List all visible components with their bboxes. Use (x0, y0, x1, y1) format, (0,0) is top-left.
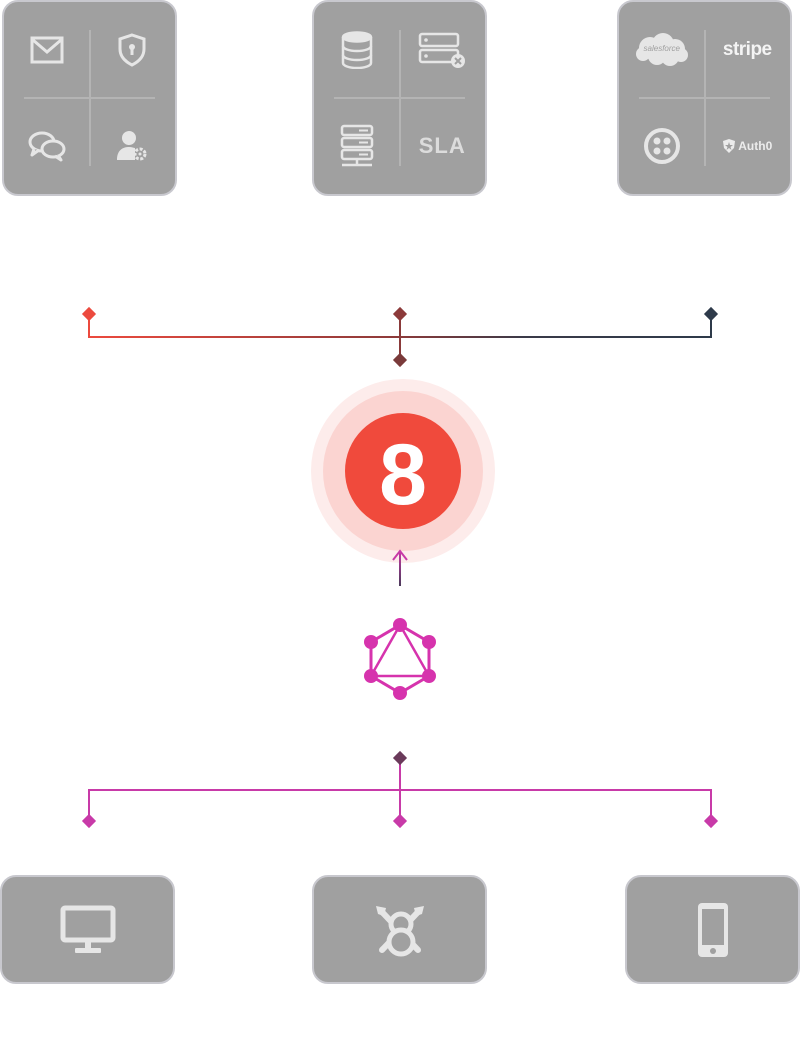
server-remove-icon (400, 2, 486, 98)
mail-icon (4, 2, 90, 98)
mobile-client-card (625, 875, 800, 984)
stripe-logo: stripe (705, 2, 791, 98)
sla-label-cell: SLA (400, 98, 486, 194)
integrations-card: salesforce stripe Auth0 (617, 0, 792, 196)
connector-node-right (703, 306, 719, 322)
shield-lock-icon (90, 2, 176, 98)
card-divider-horizontal (639, 97, 770, 99)
chat-bubbles-icon (4, 98, 90, 194)
services-connector (81, 306, 719, 368)
client-node-right (703, 813, 719, 829)
stripe-label: stripe (722, 39, 772, 60)
desktop-monitor-icon (60, 905, 115, 953)
user-settings-icon (90, 98, 176, 194)
card-divider-horizontal (24, 97, 155, 99)
sla-label: SLA (418, 133, 466, 158)
client-node-center (392, 813, 408, 829)
data-services-card: SLA (312, 0, 487, 196)
database-icon (314, 2, 400, 98)
api-explorer-icon (375, 905, 424, 956)
connector-node-core-bottom (392, 750, 408, 766)
graphql-to-core-arrow (392, 549, 408, 586)
connector-node-left (81, 306, 97, 322)
graphql-icon (364, 618, 436, 700)
connector-node-center (392, 306, 408, 322)
server-network-icon (314, 98, 400, 194)
client-node-left (81, 813, 97, 829)
salesforce-label: salesforce (643, 44, 680, 53)
mobile-phone-icon (697, 902, 728, 957)
card-divider-horizontal (334, 97, 465, 99)
connector-node-core-top (392, 352, 408, 368)
core-logo-label: 8 (379, 427, 427, 523)
core-logo: 8 (311, 379, 495, 563)
clients-connector (81, 750, 719, 829)
salesforce-logo: salesforce (619, 2, 705, 98)
twilio-icon (619, 98, 705, 194)
auth0-logo: Auth0 (705, 98, 791, 194)
messaging-services-card (2, 0, 177, 196)
auth0-label: Auth0 (738, 139, 773, 153)
api-explorer-client-card (312, 875, 487, 984)
desktop-client-card (0, 875, 175, 984)
auth0-shield-icon (723, 139, 736, 153)
